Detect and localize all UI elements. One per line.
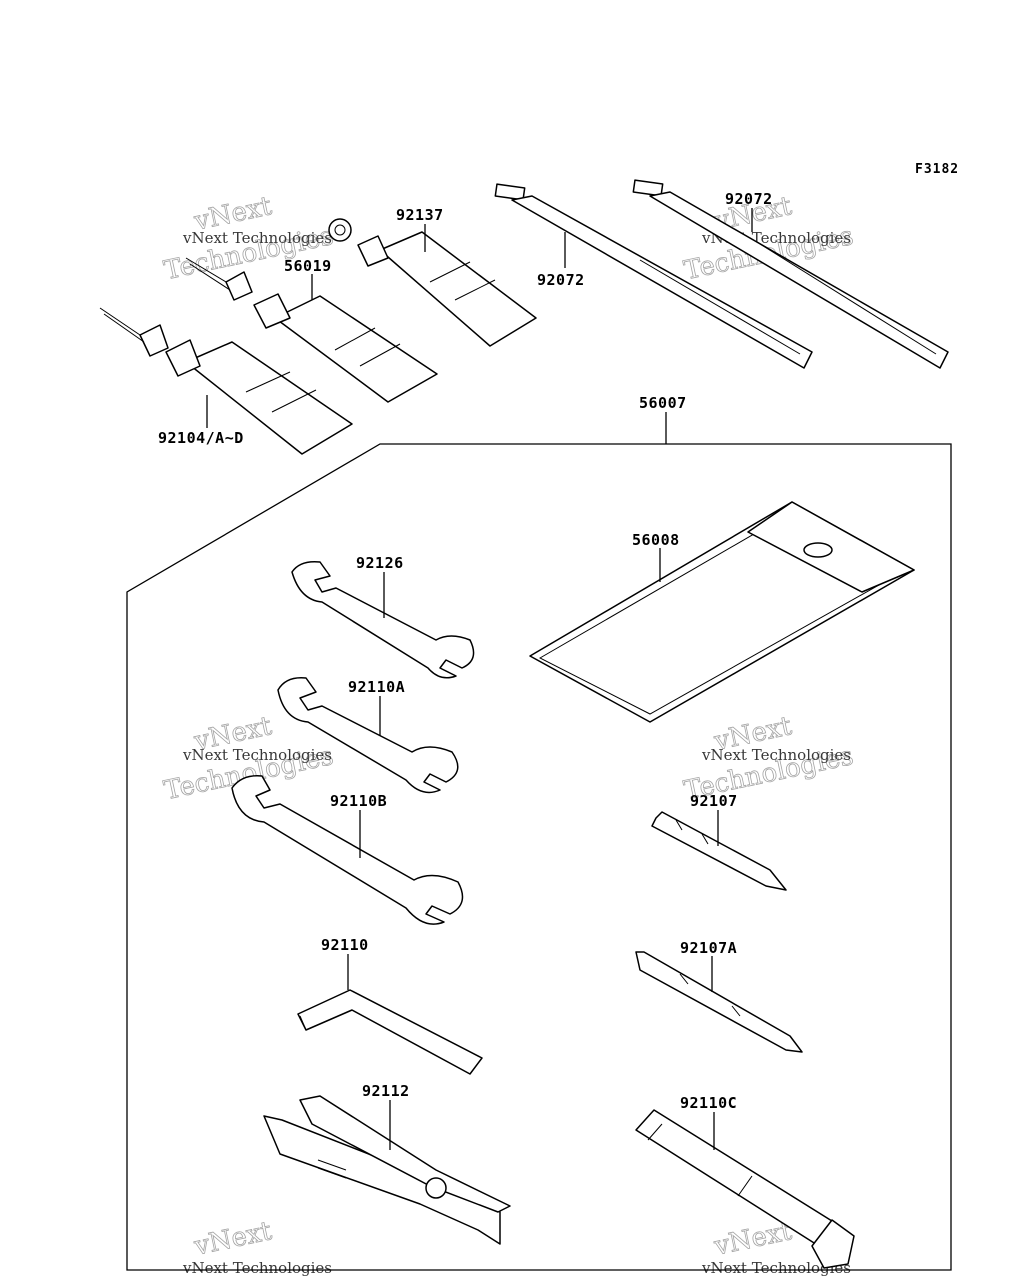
tool-kit-outline xyxy=(126,443,952,1271)
svg-text:vNext: vNext xyxy=(191,1216,275,1262)
wrench-92110b-icon xyxy=(231,775,464,925)
grease-tube-small-icon xyxy=(328,218,537,347)
label-92110: 92110 xyxy=(321,936,369,954)
label-56019: 56019 xyxy=(284,257,332,275)
svg-text:vNext Technologies: vNext Technologies xyxy=(182,1259,332,1277)
label-92107a: 92107A xyxy=(680,939,737,957)
label-92110c: 92110C xyxy=(680,1094,737,1112)
svg-text:vNext Technologies: vNext Technologies xyxy=(182,746,332,764)
label-92110a: 92110A xyxy=(348,678,405,696)
label-56007: 56007 xyxy=(639,394,687,412)
svg-text:vNext Technologies: vNext Technologies xyxy=(182,229,332,247)
label-92112: 92112 xyxy=(362,1082,410,1100)
cable-tie-left-icon xyxy=(494,183,813,369)
label-56008: 56008 xyxy=(632,531,680,549)
grease-tube-large-icon xyxy=(99,307,353,455)
hex-key-icon xyxy=(297,989,483,1075)
label-92137: 92137 xyxy=(396,206,444,224)
label-92107: 92107 xyxy=(690,792,738,810)
label-92072-left: 92072 xyxy=(537,271,585,289)
svg-text:vNext Technologies: vNext Technologies xyxy=(701,746,851,764)
driver-bit-icon xyxy=(651,811,787,891)
label-92126: 92126 xyxy=(356,554,404,572)
tool-case-icon xyxy=(529,501,915,723)
watermark: vNext Technologies vNext Technologies vN… xyxy=(161,191,856,1277)
label-92104: 92104/A~D xyxy=(158,429,244,447)
cable-tie-right-icon xyxy=(632,179,949,369)
figure-id: F3182 xyxy=(915,162,959,177)
driver-bit-a-icon xyxy=(635,951,803,1053)
label-92110b: 92110B xyxy=(330,792,387,810)
grease-tube-medium-icon xyxy=(185,257,438,403)
svg-text:vNext Technologies: vNext Technologies xyxy=(701,1259,851,1277)
wrench-92126-icon xyxy=(291,560,475,679)
plug-wrench-icon xyxy=(635,1109,855,1269)
label-92072-right: 92072 xyxy=(725,190,773,208)
wrench-92110a-icon xyxy=(277,677,459,794)
pliers-icon xyxy=(263,1095,511,1245)
